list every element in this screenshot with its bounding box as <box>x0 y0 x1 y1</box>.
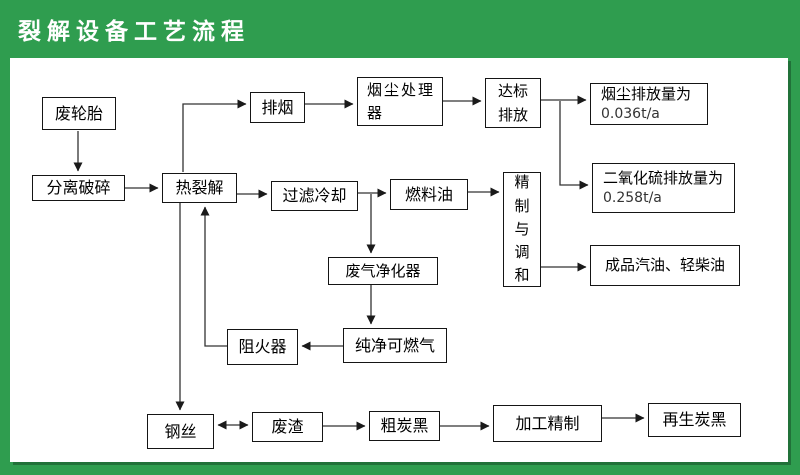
node-label: 过滤冷却 <box>282 186 347 205</box>
node-refine-blend: 精制与调和 <box>503 172 541 287</box>
node-label: 分离破碎 <box>46 178 111 197</box>
node-label: 废渣 <box>271 417 304 436</box>
page-title: 裂解设备工艺流程 <box>18 19 250 45</box>
node-label: 排烟 <box>261 97 294 117</box>
node-fuel-oil: 燃料油 <box>390 179 468 210</box>
node-label: 再生炭黑 <box>662 410 727 429</box>
node-gas-purifier: 废气净化器 <box>328 257 438 285</box>
node-label: 精制与调和 <box>514 173 530 285</box>
node-dust-emission: 烟尘排放量为 0.036t/a <box>590 83 708 125</box>
node-steel-wire: 钢丝 <box>147 414 214 449</box>
node-clean-gas: 纯净可燃气 <box>343 328 447 363</box>
node-label: 加工精制 <box>515 413 580 433</box>
node-smoke-exhaust: 排烟 <box>250 92 305 123</box>
node-waste-tire: 废轮胎 <box>42 97 116 130</box>
node-label: 燃料油 <box>404 184 453 204</box>
page-header: 裂解设备工艺流程 <box>0 0 800 58</box>
node-label: 钢丝 <box>164 421 197 441</box>
node-label: 烟尘排放量为 <box>601 85 692 104</box>
node-waste-residue: 废渣 <box>252 412 323 442</box>
node-label: 纯净可燃气 <box>354 335 435 355</box>
node-label: 粗炭黑 <box>380 416 429 435</box>
node-flame-arrester: 阻火器 <box>227 329 298 365</box>
node-label: 成品汽油、轻柴油 <box>604 256 725 275</box>
node-finished-oil: 成品汽油、轻柴油 <box>590 245 740 286</box>
node-label: 废轮胎 <box>54 103 103 123</box>
node-crude-carbon-black: 粗炭黑 <box>369 411 440 441</box>
node-processing-refine: 加工精制 <box>493 405 602 442</box>
node-label: 烟尘处理器 <box>367 81 433 122</box>
node-filter-cooling: 过滤冷却 <box>271 181 358 211</box>
node-regen-carbon-black: 再生炭黑 <box>648 403 741 437</box>
node-label: 达标排放 <box>497 82 528 124</box>
node-separation: 分离破碎 <box>32 175 125 201</box>
node-dust-processor: 烟尘处理器 <box>357 77 443 126</box>
node-pyrolysis: 热裂解 <box>162 173 237 203</box>
node-value: 0.036t/a <box>601 105 660 122</box>
node-label: 二氧化硫排放量为 <box>603 169 724 188</box>
node-label: 阻火器 <box>238 337 287 356</box>
node-standard-discharge: 达标排放 <box>485 78 541 128</box>
node-label: 热裂解 <box>175 178 224 197</box>
node-so2-emission: 二氧化硫排放量为 0.258t/a <box>592 163 735 213</box>
node-label: 废气净化器 <box>345 261 421 280</box>
node-value: 0.258t/a <box>603 189 662 206</box>
